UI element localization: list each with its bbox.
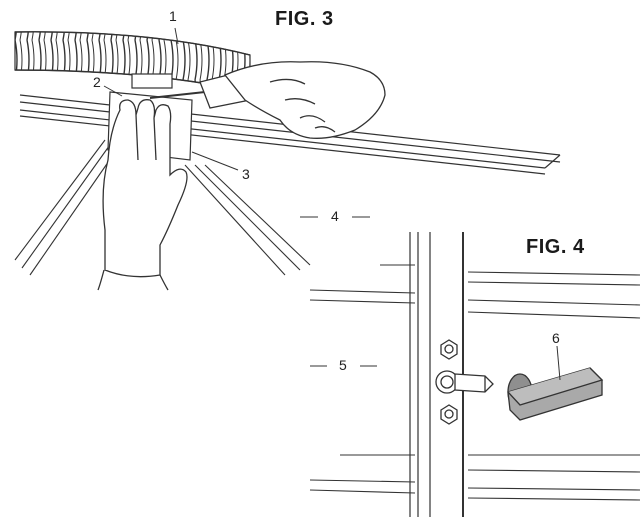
callout-2: 2 [93,74,101,90]
callout-5: 5 [339,357,347,373]
fig4-title: FIG. 4 [526,236,585,258]
leader-1 [174,27,179,45]
frame-struts [14,139,311,276]
callout-6: 6 [552,330,560,346]
fig4-drawing [309,232,641,517]
callout-4: 4 [331,208,339,224]
leader-2 [103,85,123,97]
callout-1: 1 [169,8,177,24]
lock-pin [435,370,494,394]
door-panel-lines [309,264,641,501]
hex-bolt-icon [440,404,458,425]
leader-3 [191,151,239,171]
fig3-title: FIG. 3 [275,8,334,30]
lock-knob-icon [507,367,604,421]
bracket-hand-icon [97,99,188,291]
fig3-drawing [14,27,561,291]
screwdriver-hand-icon [149,61,386,139]
callout-3: 3 [242,166,250,182]
hex-bolt-icon [440,339,458,360]
leader-6 [556,345,561,381]
